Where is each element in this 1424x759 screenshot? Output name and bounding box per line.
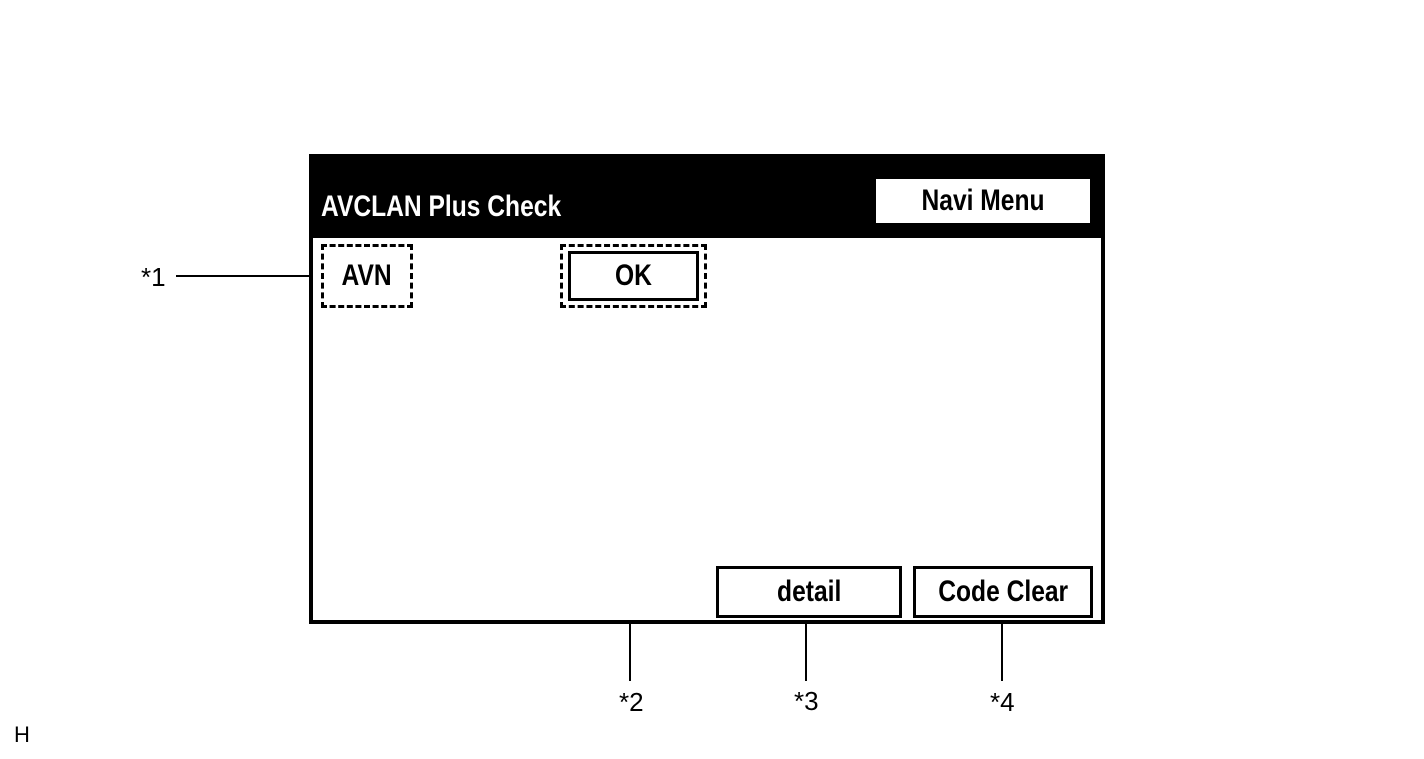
check-screen: AVCLAN Plus Check Navi Menu AVN OK detai… [309, 154, 1105, 624]
code-clear-button[interactable]: Code Clear [913, 566, 1093, 618]
device-name-label: AVN [341, 259, 393, 292]
code-clear-button-label: Code Clear [938, 575, 1068, 608]
screen-title: AVCLAN Plus Check [321, 190, 562, 223]
title-bar: AVCLAN Plus Check Navi Menu [313, 158, 1101, 238]
detail-button-label: detail [776, 575, 842, 608]
callout-2: *2 [619, 687, 644, 717]
callout-4: *4 [990, 687, 1015, 717]
status-highlight: OK [560, 244, 707, 308]
detail-button[interactable]: detail [716, 566, 902, 618]
callout-1: *1 [141, 262, 166, 292]
status-label: OK [615, 259, 652, 292]
navi-menu-button[interactable]: Navi Menu [876, 179, 1090, 223]
device-name-highlight: AVN [321, 244, 413, 308]
figure-corner-mark: H [14, 722, 30, 747]
navi-menu-label: Navi Menu [921, 184, 1045, 217]
callout-3: *3 [794, 686, 819, 716]
status-button[interactable]: OK [568, 251, 699, 301]
